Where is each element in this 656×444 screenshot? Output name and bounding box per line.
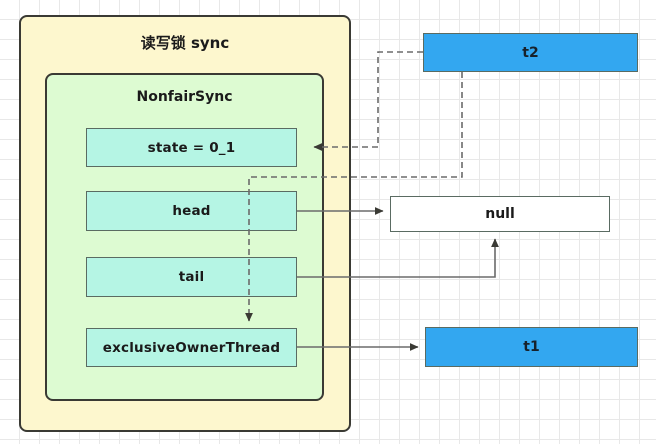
- edge-t2-to-exclusive-owner-thread: [245, 72, 463, 322]
- node-t2: t2: [423, 33, 638, 72]
- field-head: head: [86, 191, 297, 231]
- field-exclusive-owner-thread: exclusiveOwnerThread: [86, 328, 297, 367]
- sync-title: 读写锁 sync: [140, 34, 230, 52]
- field-tail: tail: [86, 257, 297, 297]
- edge-tail-to-null: [297, 238, 499, 278]
- nonfairsync-title: NonfairSync: [136, 89, 233, 105]
- node-null: null: [390, 196, 610, 232]
- edge-t2-to-state: [313, 51, 423, 151]
- field-state: state = 0_1: [86, 128, 297, 167]
- node-t1: t1: [425, 327, 638, 367]
